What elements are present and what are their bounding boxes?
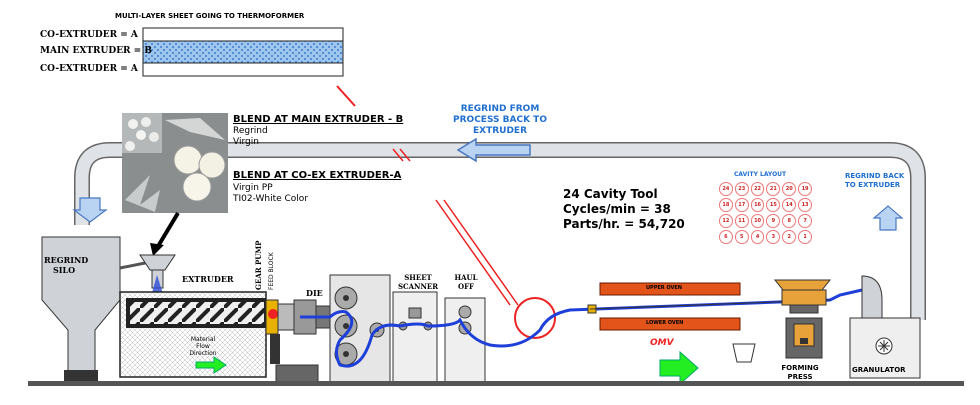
upper-oven-label: UPPER OVEN bbox=[646, 285, 682, 291]
tool-stat: 24 Cavity Tool bbox=[563, 187, 658, 201]
granulator-label: GRANULATOR bbox=[852, 366, 906, 374]
detail-circle bbox=[514, 297, 556, 339]
layer-label-top: CO-EXTRUDER = A bbox=[40, 30, 138, 40]
forming-press bbox=[773, 279, 832, 359]
cavity-cell: 10 bbox=[750, 214, 765, 228]
sheet-scanner bbox=[392, 291, 438, 384]
cavity-cell: 19 bbox=[798, 182, 812, 196]
blend-coex-item: Virgin PP bbox=[233, 183, 273, 193]
layer-label-bottom: CO-EXTRUDER = A bbox=[40, 64, 138, 74]
cavity-cell: 12 bbox=[719, 214, 733, 228]
cavity-cell: 15 bbox=[766, 198, 781, 212]
cavity-cell: 22 bbox=[750, 182, 765, 196]
sheet-pointer-line bbox=[336, 85, 356, 107]
tool-stat: Cycles/min = 38 bbox=[563, 202, 671, 216]
cavity-cell: 9 bbox=[766, 214, 781, 228]
cavity-cell: 20 bbox=[782, 182, 797, 196]
upper-oven bbox=[599, 282, 741, 296]
cavity-cell: 4 bbox=[750, 230, 765, 244]
blend-main-item: Virgin bbox=[233, 137, 259, 147]
cavity-cell: 16 bbox=[750, 198, 765, 212]
cavity-cell: 8 bbox=[782, 214, 797, 228]
cavity-cell: 5 bbox=[734, 230, 749, 244]
gear-pump bbox=[265, 299, 331, 384]
tool-stat: Parts/hr. = 54,720 bbox=[563, 217, 685, 231]
up-arrow-icon bbox=[872, 205, 904, 231]
cavity-cell: 23 bbox=[734, 182, 749, 196]
brand-logo: OMV bbox=[650, 338, 674, 348]
lower-oven-label: LOWER OVEN bbox=[646, 320, 684, 326]
extruder-label: EXTRUDER bbox=[182, 274, 234, 284]
multilayer-sheet bbox=[142, 27, 344, 77]
cavity-cell: 24 bbox=[719, 182, 733, 196]
granulator bbox=[849, 275, 921, 379]
direction-arrow-icon bbox=[659, 350, 699, 386]
cavity-cell: 18 bbox=[719, 198, 733, 212]
feed-arrow-icon bbox=[150, 243, 164, 256]
haul-off-label: HAUL OFF bbox=[454, 273, 478, 291]
ground-line bbox=[28, 381, 964, 386]
blend-coex-title: BLEND AT CO-EX EXTRUDER-A bbox=[233, 170, 402, 181]
cavity-cell: 21 bbox=[766, 182, 781, 196]
cavity-cell: 11 bbox=[734, 214, 749, 228]
die-label: DIE bbox=[306, 288, 323, 298]
regrind-return-arrow-icon bbox=[456, 137, 531, 163]
lower-oven bbox=[599, 317, 741, 331]
down-arrow-icon bbox=[72, 197, 108, 223]
cavity-cell: 1 bbox=[798, 230, 812, 244]
cavity-cell: 14 bbox=[782, 198, 797, 212]
cavity-layout-title: CAVITY LAYOUT bbox=[734, 171, 787, 178]
material-flow-label: Material Flow Direction bbox=[189, 336, 217, 357]
layer-label-middle: MAIN EXTRUDER = B bbox=[40, 46, 152, 56]
cavity-cell: 13 bbox=[798, 198, 812, 212]
sheet-path bbox=[300, 288, 863, 368]
feed-block-label: FEED BLOCK bbox=[268, 252, 275, 290]
blend-coex-item: TI02-White Color bbox=[233, 194, 309, 204]
gear-pump-label: GEAR PUMP bbox=[254, 240, 263, 290]
sheet-title: MULTI-LAYER SHEET GOING TO THERMOFORMER bbox=[115, 12, 305, 20]
cavity-cell: 3 bbox=[766, 230, 781, 244]
silo-label: REGRIND SILO bbox=[44, 255, 89, 275]
cavity-cell: 2 bbox=[782, 230, 797, 244]
blend-main-title: BLEND AT MAIN EXTRUDER - B bbox=[233, 114, 404, 125]
forming-press-label: FORMING PRESS bbox=[781, 364, 819, 381]
regrind-return-label: REGRIND FROM PROCESS BACK TO EXTRUDER bbox=[453, 104, 547, 136]
cavity-cell: 17 bbox=[734, 198, 749, 212]
regrind-back-label: REGRIND BACK TO EXTRUDER bbox=[845, 172, 905, 189]
chill-rolls bbox=[329, 274, 391, 384]
material-photo bbox=[122, 113, 228, 213]
blend-main-item: Regrind bbox=[233, 126, 268, 136]
cavity-cell: 7 bbox=[798, 214, 812, 228]
regrind-silo bbox=[41, 236, 121, 382]
sheet-scanner-label: SHEET SCANNER bbox=[398, 273, 439, 291]
cavity-cell: 6 bbox=[719, 230, 733, 244]
cup-icon bbox=[732, 343, 756, 363]
extruder bbox=[119, 291, 267, 378]
